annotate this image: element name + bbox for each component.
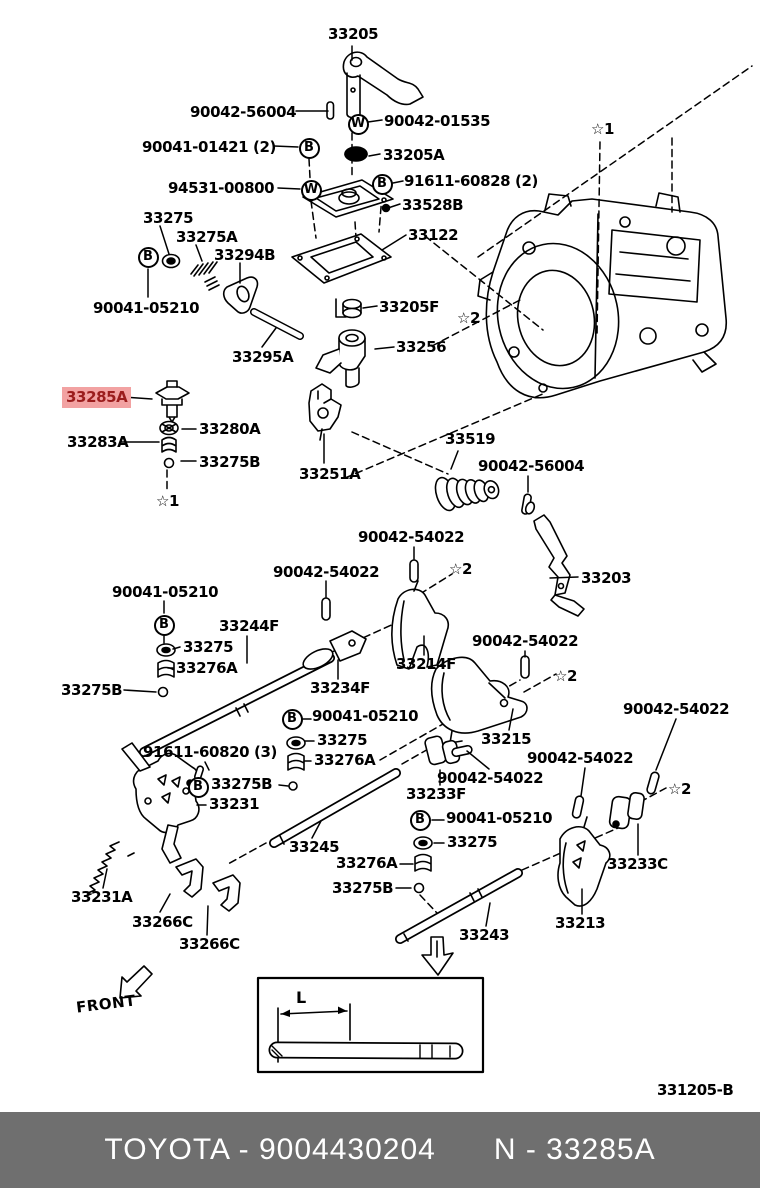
part-label-90042-54022: 90042-54022 [472,632,579,650]
part-label-33214f: 33214F [396,655,457,673]
part-label-90041-05210: 90041-05210 [93,299,200,317]
inset-dimension-label: L [296,988,307,1007]
part-label-33275: 33275 [317,731,368,749]
parts-drawings [84,51,660,912]
leader-lines [102,45,677,936]
washer-badge: W [300,179,322,201]
part-label-33266c: 33266C [132,913,193,931]
bolt-badge: B [137,246,159,268]
inset-detail-box [256,976,485,1074]
part-label-1: ☆1 [591,120,615,138]
part-label-33205f: 33205F [379,298,440,316]
bolt-badge: B [298,137,320,159]
part-label-33234f: 33234F [310,679,371,697]
part-label-33231a: 33231A [71,888,133,906]
front-arrow-icon [119,965,153,999]
part-labels-layer: 33205 90042-56004 90042-01535 90041-01421 (… [61,25,730,953]
drawing-number: 331205-B [657,1081,734,1099]
part-label-33266c: 33266C [179,935,240,953]
part-label-90042-01535: 90042-01535 [384,112,491,130]
transmission-case-drawing [477,192,728,399]
part-label-33295a: 33295A [232,348,294,366]
part-label-33244f: 33244F [219,617,280,635]
part-label-33233c: 33233C [607,855,668,873]
part-label-90042-54022: 90042-54022 [527,749,634,767]
part-label-33275b: 33275B [211,775,273,793]
bolt-badge: B [409,809,431,831]
part-label-33519: 33519 [445,430,496,448]
footer-bar: TOYOTA - 9004430204 N - 33285A [0,1112,760,1188]
part-label-33528b: 33528B [402,196,464,214]
part-label-33280a: 33280A [199,420,261,438]
part-label-90042-54022: 90042-54022 [437,769,544,787]
part-label-33233f: 33233F [406,785,467,803]
part-label-91611-60820-3: 91611-60820 (3) [143,743,277,761]
part-label-33245: 33245 [289,838,340,856]
part-label-33275b: 33275B [199,453,261,471]
part-label-2: ☆2 [668,780,692,798]
bolt-badge: B [153,614,175,636]
part-label-33122: 33122 [408,226,459,244]
part-label-90042-54022: 90042-54022 [273,563,380,581]
part-label-2: ☆2 [449,560,473,578]
inset-pointer-arrow [421,936,454,976]
parts-diagram-stage: 33205 90042-56004 90042-01535 90041-01421 (… [61,25,753,1099]
part-label-33275b: 33275B [61,681,123,699]
part-label-91611-60828-2: 91611-60828 (2) [404,172,538,190]
footer-brand-part-number: TOYOTA - 9004430204 [104,1133,436,1166]
part-label-90041-01421-2: 90041-01421 (2) [142,138,276,156]
part-label-33256: 33256 [396,338,447,356]
part-label-33251a: 33251A [299,465,361,483]
part-label-33283a: 33283A [67,433,129,451]
part-label-2: ☆2 [554,667,578,685]
bolt-badge: B [281,708,303,730]
part-label-90042-54022: 90042-54022 [358,528,465,546]
part-label-1: ☆1 [156,492,180,510]
part-label-33231: 33231 [209,795,260,813]
diagram-line-art [84,45,753,1074]
part-label-33275: 33275 [183,638,234,656]
part-label-33276a: 33276A [314,751,376,769]
part-label-90041-05210: 90041-05210 [446,809,553,827]
part-label-33205: 33205 [328,25,379,43]
washer-badge: W [347,113,369,135]
part-label-33276a: 33276A [176,659,238,677]
part-label-33205a: 33205A [383,146,445,164]
part-label-33275a: 33275A [176,228,238,246]
bolt-badge: B [371,173,393,195]
part-label-33213: 33213 [555,914,606,932]
part-label-90042-54022: 90042-54022 [623,700,730,718]
part-label-33276a: 33276A [336,854,398,872]
part-label-33275b: 33275B [332,879,394,897]
part-label-90042-56004: 90042-56004 [190,103,297,121]
part-label-33215: 33215 [481,730,532,748]
part-label-94531-00800: 94531-00800 [168,179,275,197]
part-label-33243: 33243 [459,926,510,944]
footer-reference-part-number: N - 33285A [493,1133,656,1166]
part-label-2: ☆2 [457,309,481,327]
part-label-33294b: 33294B [214,246,276,264]
part-label-90042-56004: 90042-56004 [478,457,585,475]
bolt-badge: B [187,776,209,798]
part-label-90041-05210: 90041-05210 [312,707,419,725]
part-label-33275: 33275 [143,209,194,227]
part-label-33285a: 33285A [62,387,132,408]
part-label-33203: 33203 [581,569,632,587]
part-label-90041-05210: 90041-05210 [112,583,219,601]
shift-rods [139,308,523,944]
part-label-33275: 33275 [447,833,498,851]
